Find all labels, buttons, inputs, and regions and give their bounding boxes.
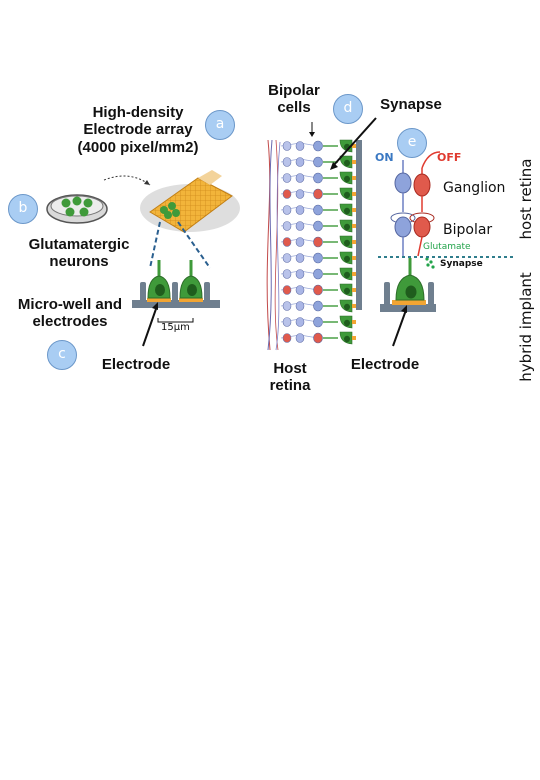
ganglion-label: Ganglion [443, 180, 506, 196]
bipolar-cell-rows [280, 139, 356, 345]
panel-a-title-line2: Electrode array [83, 121, 193, 139]
panel-c-label: Micro-well and electrodes [0, 296, 140, 331]
scale-bar-label: 15µm [161, 322, 190, 333]
bipolar-cells-label-line2: cells [277, 99, 311, 117]
panel-c-label-line1: Micro-well and [17, 296, 123, 313]
host-retina-label-line1: Host [273, 360, 307, 377]
micro-well [132, 260, 220, 323]
badge-c: c [47, 340, 77, 370]
on-label: ON [375, 151, 394, 164]
host-retina-vertical-label: host retina [517, 158, 535, 240]
panel-b-label-line2: neurons [49, 253, 109, 271]
electrode-arrow-c [142, 305, 158, 347]
petri-dish [46, 194, 108, 224]
glutamate-label: Glutamate [423, 242, 471, 252]
retinal-circuit [378, 151, 514, 312]
panel-d-electrode-label: Electrode [350, 356, 420, 373]
badge-a: a [205, 110, 235, 140]
d-electrode-bar [356, 140, 362, 310]
synapse-label-e: Synapse [440, 259, 483, 269]
badge-e: e [397, 128, 427, 158]
host-retina-label: Host retina [262, 360, 318, 395]
panel-a-title-line3: (4000 pixel/mm2) [77, 138, 199, 156]
panel-b-label: Glutamatergic neurons [14, 236, 144, 271]
hybrid-implant-vertical-label: hybrid implant [517, 272, 535, 382]
badge-d: d [333, 94, 363, 124]
retina-column [266, 139, 281, 351]
panel-a-title: High-density Electrode array (4000 pixel… [48, 104, 228, 156]
bipolar-cells-label-line1: Bipolar [268, 82, 320, 99]
panel-b-label-line1: Glutamatergic [28, 236, 130, 253]
transfer-arrow [103, 175, 151, 186]
electrode-arrow-e [392, 309, 407, 347]
panel-c-label-line2: electrodes [32, 313, 108, 331]
synapse-arrow-d [332, 117, 377, 167]
bipolar-cells-label: Bipolar cells [262, 82, 326, 117]
panel-c-electrode-label: Electrode [101, 356, 171, 373]
badge-b: b [8, 194, 38, 224]
synapse-label-d: Synapse [380, 96, 442, 113]
panel-a-title-line1: High-density [92, 104, 184, 121]
host-retina-label-line2: retina [269, 377, 311, 395]
electrode-array-chip [140, 170, 240, 233]
bipolar-label: Bipolar [443, 222, 493, 238]
off-label: OFF [437, 151, 462, 164]
